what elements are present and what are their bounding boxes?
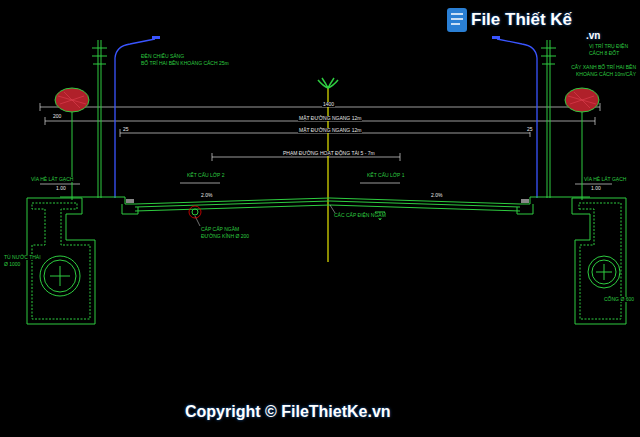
- note-text: ĐƯỜNG KÍNH Ø 200: [200, 234, 250, 239]
- dimension-value: MẶT ĐƯỜNG NGANG 12m: [298, 128, 362, 133]
- trees: [55, 88, 599, 200]
- leader-lines: [195, 205, 335, 226]
- road-structure: [27, 197, 626, 324]
- note-text: CỐNG Ø 600: [603, 297, 635, 302]
- watermark-icon: [447, 8, 467, 32]
- note-text: CÁCH 8 ĐỐT: [588, 51, 620, 56]
- dimension-value: 200: [52, 114, 62, 119]
- electric-poles: [92, 40, 556, 198]
- dimension-value: MẶT ĐƯỜNG NGANG 12m: [298, 116, 362, 121]
- dimension-value: PHẠM ĐƯỜNG HOẠT ĐỘNG TẢI 5 - 7m: [282, 151, 376, 156]
- dimension-value: Ø 1000: [3, 262, 21, 267]
- dimension-value: 1.00: [590, 186, 602, 191]
- note-text: VỈA HÈ LÁT GẠCH: [30, 177, 74, 182]
- note-text: TỦ NƯỚC THẢI: [3, 255, 42, 260]
- note-text: ĐÈN CHIẾU SÁNG: [140, 54, 185, 59]
- slope-value: 2.0%: [200, 193, 213, 198]
- note-text: CÂY XANH BỐ TRÍ HAI BÊN: [570, 65, 637, 70]
- note-text: KHOẢNG CÁCH 10m/CÂY: [575, 72, 637, 77]
- copyright-note: Copyright © FileThietKe.vn: [184, 404, 392, 420]
- note-text: BỐ TRÍ HAI BÊN KHOẢNG CÁCH 25m: [140, 61, 230, 66]
- dimension-lines: [40, 103, 612, 184]
- watermark-logo: File Thiết Kế: [470, 11, 573, 28]
- slope-value: 2.0%: [430, 193, 443, 198]
- centre-axis: [318, 78, 338, 262]
- callout-rings: [189, 206, 201, 218]
- note-text: VỈA HÈ LÁT GẠCH: [583, 177, 627, 182]
- dimension-value: 1400: [322, 102, 335, 107]
- note-text: KẾT CẤU LỚP 2: [186, 173, 225, 178]
- street-lamps: [115, 39, 537, 198]
- dimension-value: 1.00: [55, 186, 67, 191]
- note-text: CÁC CẤP ĐIỆN NGẦM: [333, 213, 387, 218]
- note-text: CÁP CẤP NGẦM: [200, 227, 240, 232]
- note-text: VỊ TRÍ TRỤ ĐIỆN: [588, 44, 629, 49]
- note-text: KẾT CẤU LỚP 1: [366, 173, 405, 178]
- dimension-value: 25: [526, 127, 534, 132]
- dimension-value: 25: [122, 127, 130, 132]
- watermark-logo: .vn: [585, 31, 601, 41]
